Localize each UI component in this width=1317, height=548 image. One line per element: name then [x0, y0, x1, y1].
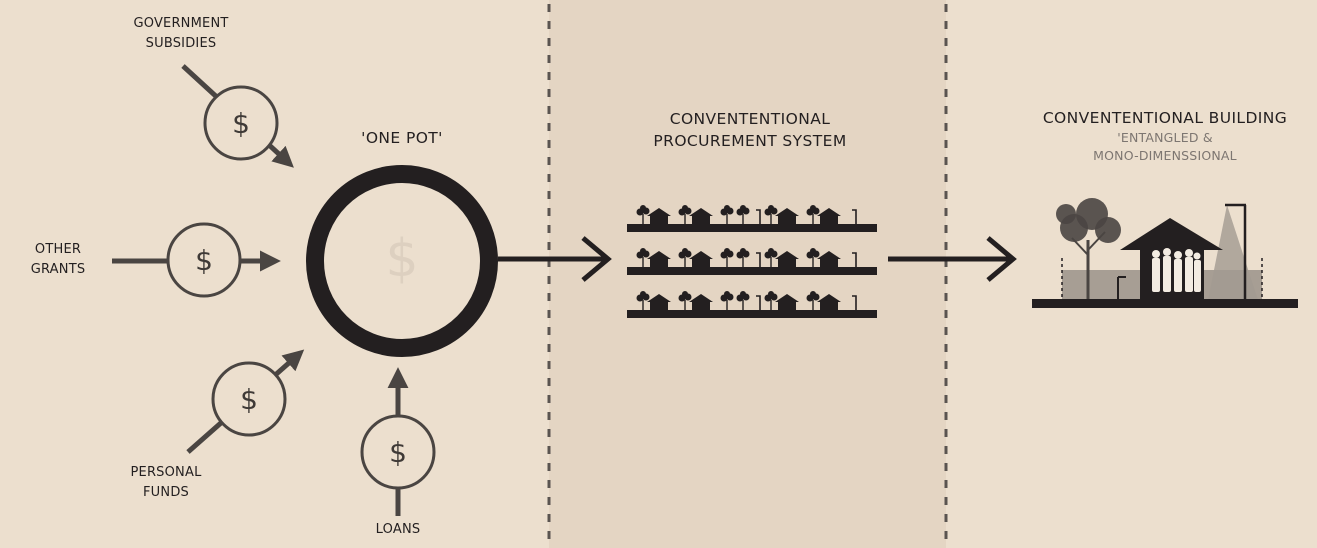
house-icon	[1120, 218, 1223, 300]
loans-label: LOANS	[375, 522, 421, 537]
government-dollar-icon: $	[232, 107, 250, 140]
loans-flow: $	[360, 367, 436, 516]
other-grants-label: OTHER GRANTS	[30, 242, 86, 277]
ground-line	[1032, 299, 1298, 308]
settlement-strip	[627, 290, 877, 318]
grants-dollar-icon: $	[195, 244, 213, 277]
light-cone	[1208, 205, 1258, 300]
personal-funds-label: PERSONAL FUNDS	[130, 465, 202, 500]
building-title: CONVENTENTIONAL BUILDING	[1042, 109, 1288, 127]
government-subsidies-flow: $	[181, 64, 294, 168]
loans-dollar-icon: $	[389, 436, 407, 469]
settlement-strip	[627, 204, 877, 232]
arrow-to-building	[888, 236, 1017, 282]
arrow-to-procurement	[498, 236, 612, 282]
government-subsidies-label: GOVERNMENT SUBSIDIES	[133, 16, 229, 51]
other-grants-flow: $	[112, 222, 281, 298]
personal-funds-flow: $	[186, 349, 305, 454]
personal-dollar-icon: $	[240, 383, 258, 416]
procurement-title: CONVENTENTIONAL PROCUREMENT SYSTEM	[653, 110, 847, 150]
tree-icon	[1056, 198, 1121, 300]
building-illustration	[1032, 198, 1298, 308]
one-pot-label: 'ONE POT'	[361, 129, 443, 147]
settlement-strips	[627, 204, 877, 318]
settlement-strip	[627, 247, 877, 275]
one-pot: $	[306, 165, 498, 357]
pot-dollar-icon: $	[385, 229, 418, 289]
building-subtitle: 'ENTANGLED & MONO-DIMENSSIONAL	[1093, 130, 1237, 163]
